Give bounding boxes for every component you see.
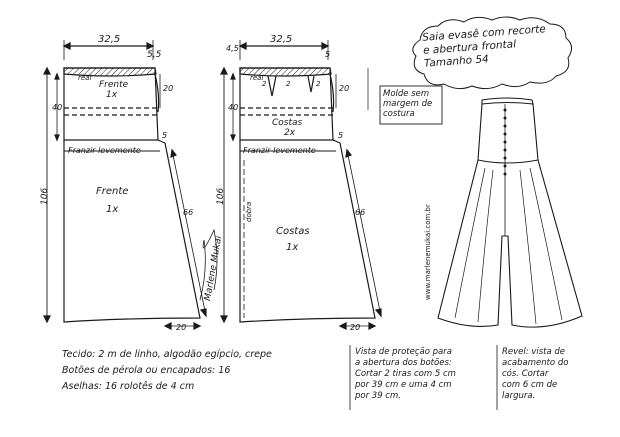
- back-total-length: 106: [216, 187, 226, 205]
- hem-line: largura.: [502, 391, 536, 401]
- back-yoke-side: 5: [338, 131, 344, 140]
- front-top-width: 32,5: [98, 34, 121, 45]
- back-yoke-height: 20: [339, 84, 350, 93]
- note-box-line: margem de: [383, 99, 433, 109]
- back-skirt-label-2: 1x: [286, 242, 299, 253]
- front-waist-label: real: [78, 74, 92, 82]
- back-hem-extension: 20: [350, 323, 361, 332]
- back-dart-mid: 2: [286, 80, 291, 88]
- materials-line: Tecido: 2 m de linho, algodão egípcio, c…: [62, 349, 272, 360]
- back-skirt-outline: [239, 139, 376, 323]
- hem-notes: Revel: vista de acabamento do cós. Corta…: [502, 347, 568, 402]
- materials-line: Aselhas: 16 rolotês de 4 cm: [62, 381, 195, 392]
- note-box-line: Molde sem: [383, 89, 430, 99]
- skirt-illustration: [437, 97, 583, 328]
- note-box-frame: [379, 85, 443, 125]
- front-gather-label: Franzir levemente: [68, 146, 141, 155]
- front-yoke-depth: 40: [52, 103, 63, 112]
- hem-line: com 6 cm de: [502, 380, 558, 390]
- materials-line: Botões de pérola ou encapados: 16: [62, 365, 231, 376]
- facing-line: Vista de proteção para: [355, 347, 452, 357]
- front-skirt-outline: [63, 139, 201, 323]
- back-fold-label: dobra: [245, 201, 253, 222]
- front-skirt-label-1: Frente: [96, 186, 129, 197]
- back-dart-left: 2: [262, 80, 267, 88]
- back-dart-right: 2: [316, 80, 321, 88]
- website: www.marlenemukai.com.br: [424, 204, 432, 300]
- back-dart: [267, 75, 277, 97]
- seam-allowance-note: Molde sem margem de costura: [383, 89, 440, 119]
- back-top-width: 32,5: [270, 34, 293, 45]
- facing-line: por 39 cm e uma 4 cm: [355, 380, 452, 390]
- front-side-length: 66: [183, 208, 194, 217]
- back-yoke-depth: 40: [228, 103, 239, 112]
- back-side-length: 66: [355, 208, 366, 217]
- front-total-length: 106: [40, 187, 50, 205]
- signature-flourish: [199, 228, 218, 301]
- front-yoke-label-1: Frente: [99, 80, 129, 90]
- facing-line: a abertura dos botões:: [355, 358, 452, 368]
- back-top-right: 5: [325, 50, 331, 59]
- facing-notes: Vista de proteção para a abertura dos bo…: [355, 347, 456, 402]
- materials-notes: Tecido: 2 m de linho, algodão egípcio, c…: [62, 347, 272, 395]
- back-yoke-label-1: Costas: [272, 118, 303, 128]
- back-yoke-label-2: 2x: [284, 128, 296, 138]
- front-yoke-side: 5: [162, 131, 168, 140]
- back-gather-label: Franzir levemente: [243, 146, 316, 155]
- facing-line: Cortar 2 tiras com 5 cm: [355, 369, 456, 379]
- front-top-right: 5,5: [147, 50, 162, 60]
- front-skirt-label-2: 1x: [106, 204, 119, 215]
- note-box-line: costura: [383, 109, 415, 119]
- button-column: [503, 108, 507, 176]
- back-waist-band: [239, 67, 332, 77]
- back-waist-label: real: [250, 74, 264, 82]
- hem-line: cós. Cortar: [502, 369, 549, 379]
- front-yoke-label-2: 1x: [106, 90, 118, 100]
- back-piece: [220, 40, 382, 330]
- front-yoke-height: 20: [163, 84, 174, 93]
- back-skirt-label-1: Costas: [276, 226, 310, 237]
- title-cloud: [412, 16, 572, 90]
- front-hem-extension: 20: [176, 323, 187, 332]
- hem-line: Revel: vista de: [502, 347, 566, 357]
- front-piece: [43, 40, 207, 330]
- facing-line: por 39 cm.: [355, 391, 401, 401]
- back-top-left: 4,5: [226, 44, 239, 53]
- front-waist-band: [63, 67, 157, 77]
- hem-line: acabamento do: [502, 358, 569, 368]
